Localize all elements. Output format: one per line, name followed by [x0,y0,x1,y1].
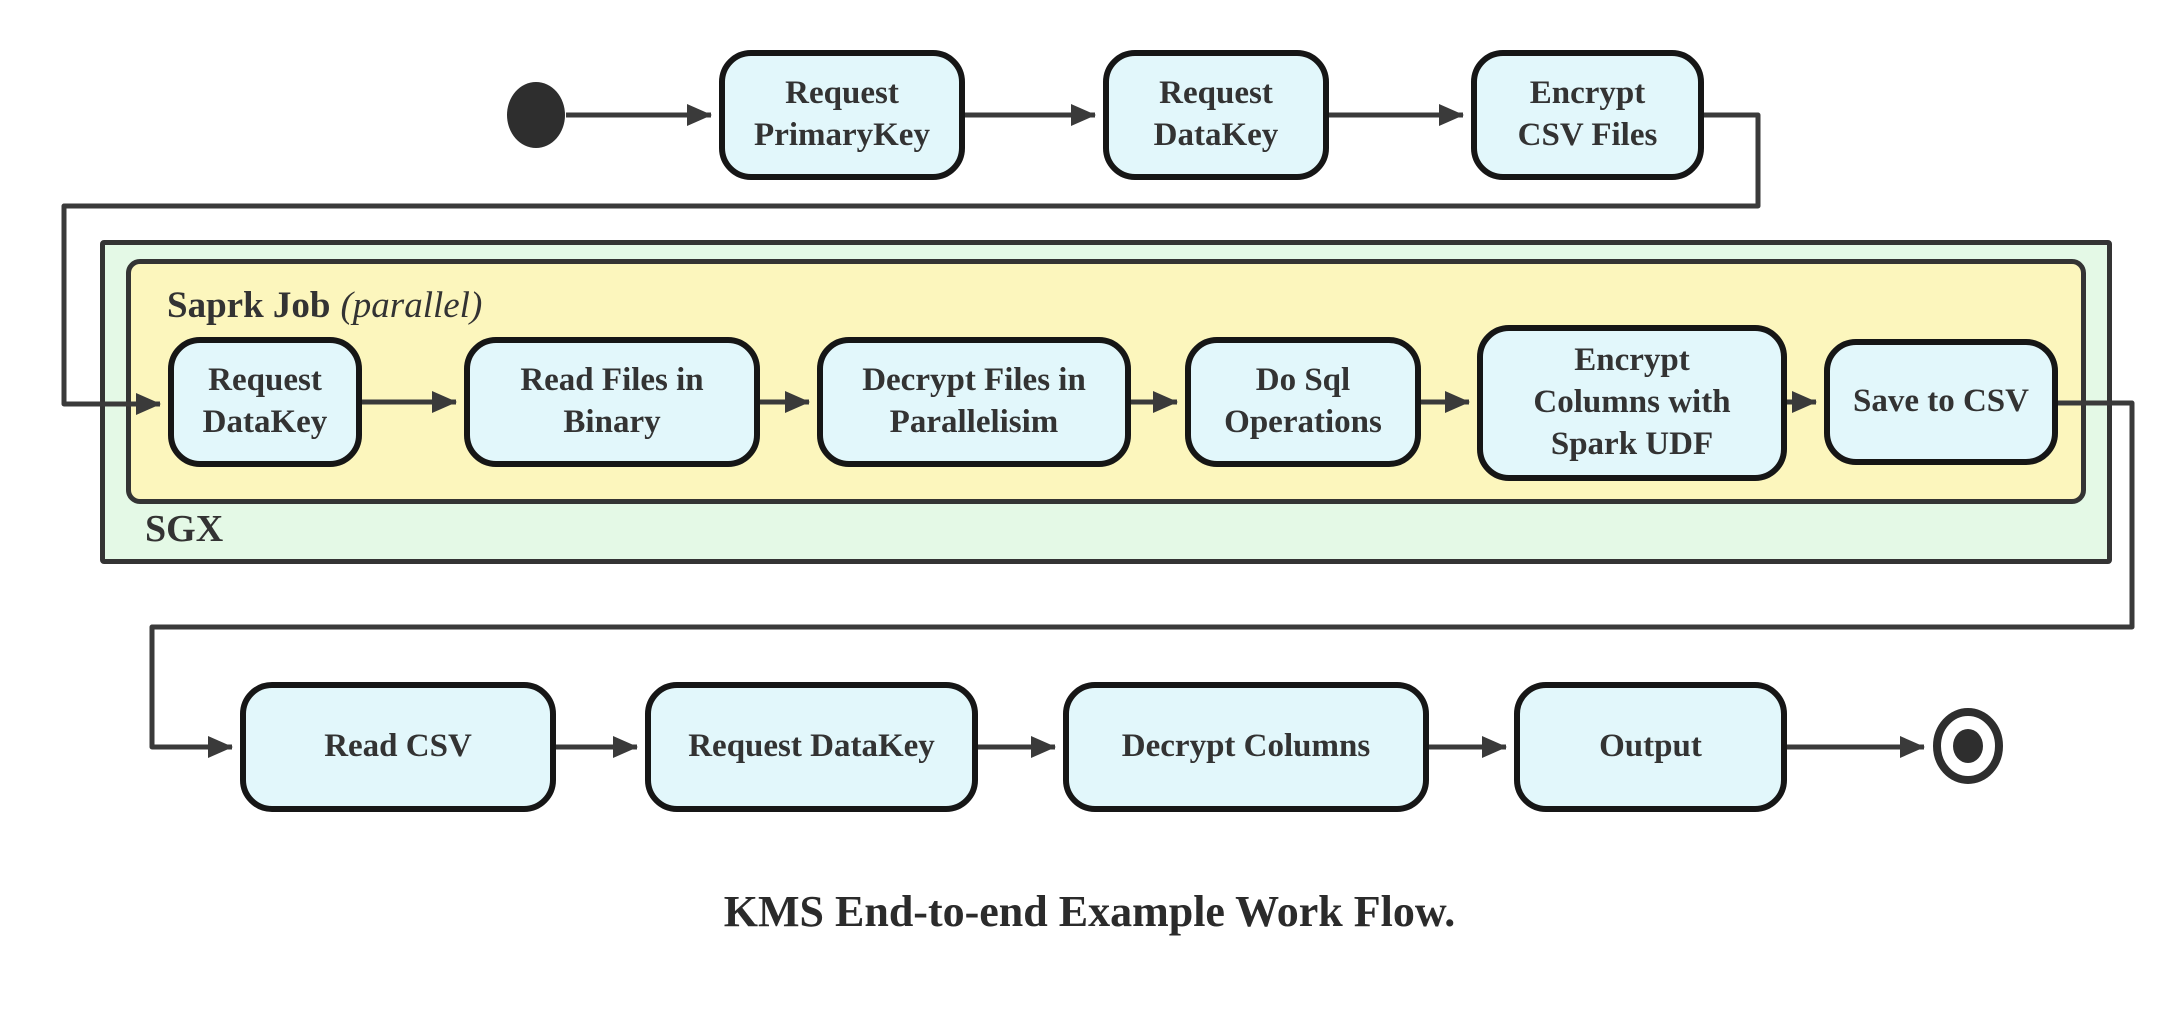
sgx-container-label: SGX [145,508,224,550]
node-do-sql-operations: Do Sql Operations [1185,337,1421,467]
node-encrypt-columns-with-spark-udf: Encrypt Columns with Spark UDF [1477,325,1787,481]
node-request-datakey-sgx: Request DataKey [168,337,362,467]
node-encrypt-csv-files: Encrypt CSV Files [1471,50,1704,180]
spark-job-container-label: Saprk Job(parallel) [167,284,482,327]
edge-encrypt-csv-files-to-sgx-request-datakey [61,112,1761,415]
node-request-datakey-top: Request DataKey [1103,50,1329,180]
node-decrypt-columns: Decrypt Columns [1063,682,1429,812]
node-request-datakey-client: Request DataKey [645,682,978,812]
start-state-circle [507,82,565,148]
end-state-inner-circle [1953,729,1983,763]
node-output: Output [1514,682,1787,812]
spark-job-label-text: Saprk Job [167,285,331,326]
node-read-files-in-binary: Read Files in Binary [464,337,760,467]
edge-save-to-csv-to-read-csv [149,400,2135,758]
spark-job-parallel-qualifier: (parallel) [340,285,483,326]
node-request-primarykey: Request PrimaryKey [719,50,965,180]
node-read-csv: Read CSV [240,682,556,812]
node-save-to-csv: Save to CSV [1824,339,2058,465]
diagram-caption: KMS End-to-end Example Work Flow. [723,887,1456,936]
node-decrypt-files-in-parallelisim: Decrypt Files in Parallelisim [817,337,1131,467]
